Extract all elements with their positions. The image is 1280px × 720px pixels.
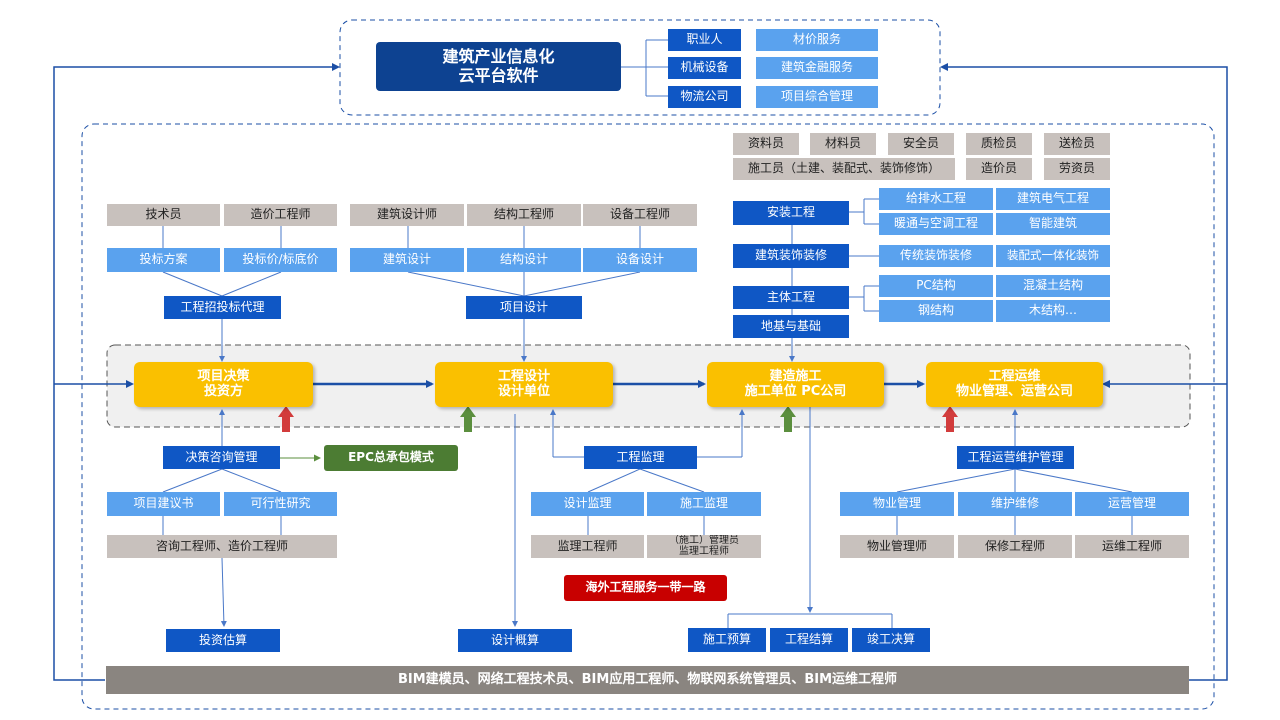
supervision-role: （施工）管理员 监理工程师 xyxy=(647,535,761,558)
structure-item: 木结构… xyxy=(996,300,1110,322)
stage-design: 工程设计 设计单位 xyxy=(435,362,613,407)
decision-item: 项目建议书 xyxy=(107,492,220,516)
top-col2-item: 项目综合管理 xyxy=(756,86,878,108)
operation-role: 运维工程师 xyxy=(1075,535,1189,558)
operation-item: 维护维修 xyxy=(958,492,1072,516)
decoration-engineering: 建筑装饰装修 xyxy=(733,244,849,268)
stage-title: 建造施工 xyxy=(769,368,822,384)
role-box: 质检员 xyxy=(966,133,1032,155)
stage-operation: 工程运维 物业管理、运营公司 xyxy=(926,362,1103,407)
main-structure: 主体工程 xyxy=(733,286,849,309)
stage-decision: 项目决策 投资方 xyxy=(134,362,313,407)
top-col1-item: 职业人 xyxy=(668,29,741,51)
supervision-role: 监理工程师 xyxy=(531,535,644,558)
structure-item: 混凝土结构 xyxy=(996,275,1110,297)
role-box: 造价员 xyxy=(966,158,1032,180)
platform-title: 建筑产业信息化 xyxy=(442,47,555,67)
install-item: 智能建筑 xyxy=(996,213,1110,235)
decision-consulting: 决策咨询管理 xyxy=(163,446,280,469)
construction-output: 工程结算 xyxy=(770,628,848,652)
left-loop xyxy=(53,63,340,681)
role-box: 劳资员 xyxy=(1044,158,1110,180)
decision-roles: 咨询工程师、造价工程师 xyxy=(107,535,337,558)
install-item: 建筑电气工程 xyxy=(996,188,1110,210)
main-frame xyxy=(81,123,1215,710)
role-box: 资料员 xyxy=(733,133,799,155)
right-loop xyxy=(940,63,1228,681)
operation-item: 运营管理 xyxy=(1075,492,1189,516)
top-col2-item: 建筑金融服务 xyxy=(756,57,878,79)
stage-title: 项目决策 xyxy=(197,368,250,384)
design-role: 建筑设计师 xyxy=(350,204,464,226)
stage-sub: 物业管理、运营公司 xyxy=(955,383,1073,399)
green-up-arrow xyxy=(780,406,796,432)
engineering-supervision: 工程监理 xyxy=(584,446,697,469)
bim-roles-bar: BIM建模员、网络工程技术员、BIM应用工程师、物联网系统管理员、BIM运维工程… xyxy=(106,666,1189,694)
bidding-item: 投标方案 xyxy=(107,248,220,272)
design-role: 结构工程师 xyxy=(467,204,581,226)
operation-item: 物业管理 xyxy=(840,492,954,516)
green-up-arrow xyxy=(460,406,476,432)
top-col1-item: 机械设备 xyxy=(668,57,741,79)
stage-title: 工程设计 xyxy=(497,368,550,384)
construction-output: 施工预算 xyxy=(688,628,766,652)
role-box-wide: 施工员（土建、装配式、装饰修饰） xyxy=(733,158,955,180)
construction-output: 竣工决算 xyxy=(852,628,930,652)
bidding-item: 投标价/标底价 xyxy=(224,248,337,272)
bidding-role: 造价工程师 xyxy=(224,204,337,226)
top-col1-item: 物流公司 xyxy=(668,86,741,108)
platform-subtitle: 云平台软件 xyxy=(458,65,539,85)
top-col2-item: 材价服务 xyxy=(756,29,878,51)
design-item: 结构设计 xyxy=(467,248,581,272)
decoration-item: 装配式一体化装饰 xyxy=(996,245,1110,267)
stage-construction: 建造施工 施工单位 PC公司 xyxy=(707,362,884,407)
red-up-arrow xyxy=(942,406,958,432)
stage-sub: 设计单位 xyxy=(497,383,550,399)
stage-band xyxy=(106,344,1191,428)
supervision-item: 施工监理 xyxy=(647,492,761,516)
supervision-role-line: 监理工程师 xyxy=(679,545,729,557)
red-up-arrow xyxy=(278,406,294,432)
project-design: 项目设计 xyxy=(466,296,582,319)
bidding-role: 技术员 xyxy=(107,204,220,226)
install-engineering: 安装工程 xyxy=(733,201,849,225)
structure-item: PC结构 xyxy=(879,275,993,297)
design-budget: 设计概算 xyxy=(458,629,572,652)
bidding-agent: 工程招投标代理 xyxy=(164,296,281,319)
stage-title: 工程运维 xyxy=(988,368,1041,384)
operation-role: 保修工程师 xyxy=(958,535,1072,558)
role-box: 安全员 xyxy=(888,133,954,155)
install-item: 暖通与空调工程 xyxy=(879,213,993,235)
foundation: 地基与基础 xyxy=(733,315,849,338)
supervision-item: 设计监理 xyxy=(531,492,644,516)
role-box: 送检员 xyxy=(1044,133,1110,155)
stage-sub: 施工单位 PC公司 xyxy=(744,383,847,399)
design-role: 设备工程师 xyxy=(583,204,697,226)
design-item: 设备设计 xyxy=(583,248,697,272)
investment-estimate: 投资估算 xyxy=(166,629,280,652)
platform-title-box: 建筑产业信息化 云平台软件 xyxy=(376,42,621,91)
structure-item: 钢结构 xyxy=(879,300,993,322)
operation-role: 物业管理师 xyxy=(840,535,954,558)
decoration-item: 传统装饰装修 xyxy=(879,245,993,267)
design-item: 建筑设计 xyxy=(350,248,464,272)
supervision-role-line: （施工）管理员 xyxy=(669,535,739,546)
overseas-service: 海外工程服务一带一路 xyxy=(564,575,727,601)
stage-sub: 投资方 xyxy=(203,383,243,399)
install-item: 给排水工程 xyxy=(879,188,993,210)
decision-item: 可行性研究 xyxy=(224,492,337,516)
epc-mode: EPC总承包模式 xyxy=(324,445,458,471)
role-box: 材料员 xyxy=(810,133,876,155)
operation-maintenance: 工程运营维护管理 xyxy=(957,446,1074,469)
